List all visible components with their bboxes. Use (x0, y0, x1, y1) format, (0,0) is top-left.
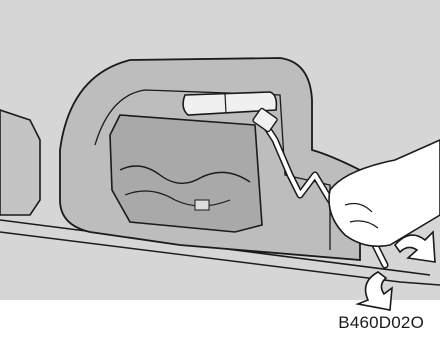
jack-holder (110, 115, 262, 232)
figure-code: B460D02O (338, 313, 424, 333)
